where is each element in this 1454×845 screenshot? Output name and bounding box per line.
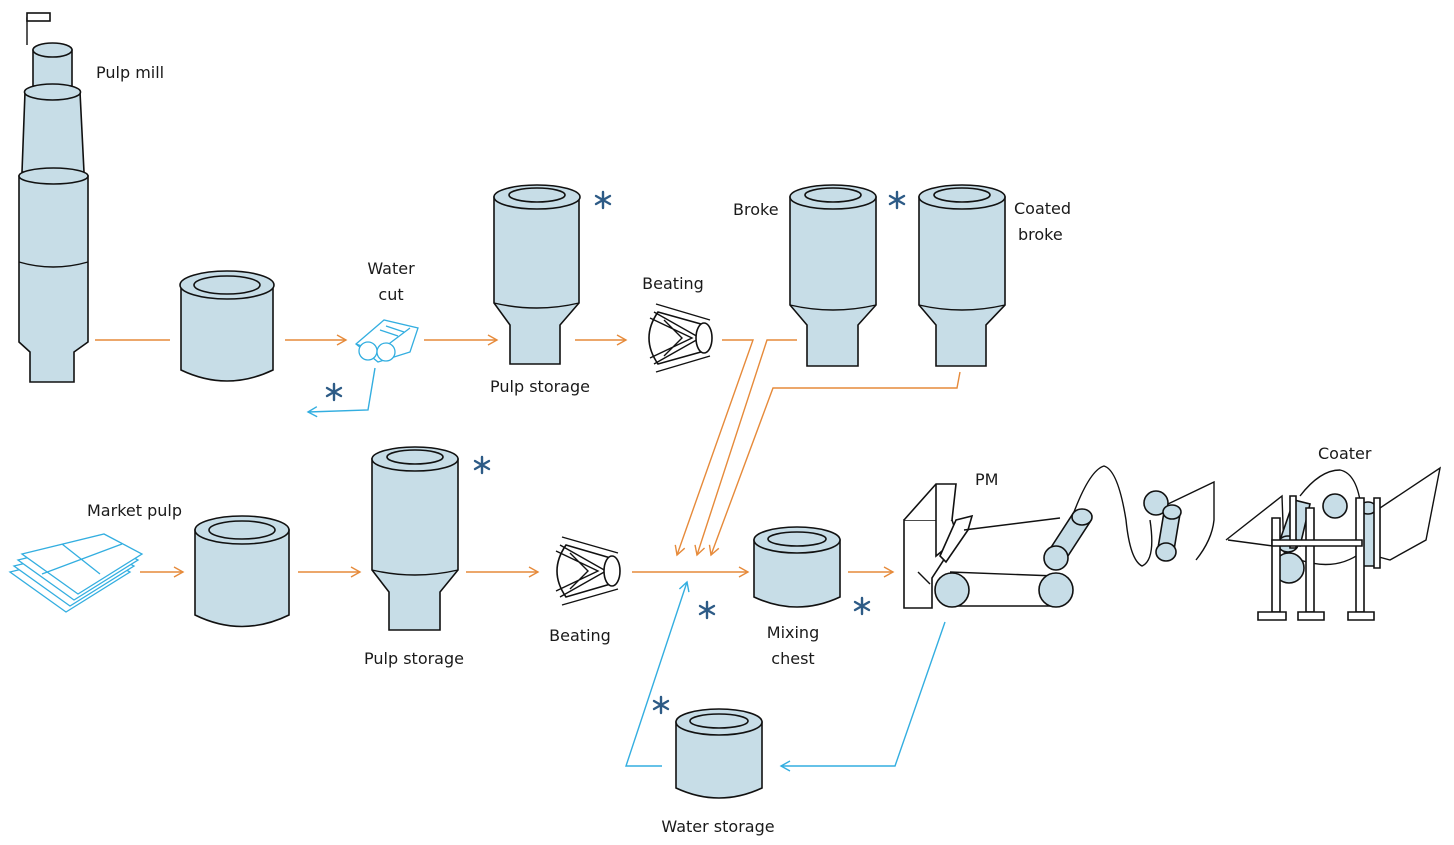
broke-label: Broke [733,200,779,219]
coated-broke-label-line2: broke [1018,225,1063,244]
pulp-storage-bottom-label: Pulp storage [364,649,464,668]
market-pulp-label: Market pulp [87,501,182,520]
coated-broke-label-line1: Coated [1014,199,1072,218]
water-flow-lines [306,367,946,772]
mixing-chest-icon [753,526,841,608]
water-cut-label-line1: Water [367,259,415,278]
mixing-chest-label-line1: Mixing [766,623,820,642]
pulp-mill-tower-icon [18,12,89,383]
pulp-storage-bottom-icon [371,446,459,631]
beating-bottom-label: Beating [549,626,611,645]
water-cut-icon [354,319,419,363]
paper-machine-icon [903,465,1215,609]
pulp-mill-label: Pulp mill [96,63,165,82]
water-storage-label: Water storage [661,817,775,836]
water-storage-icon [675,708,763,799]
beating-top-icon [648,303,713,373]
pulp-storage-top-label: Pulp storage [490,377,590,396]
coated-broke-tank-icon [918,184,1006,367]
pulp-storage-top-icon [493,184,581,365]
beating-top-label: Beating [642,274,704,293]
coater-icon [1225,466,1442,621]
pulp-chest-2-icon [194,515,290,628]
coater-label: Coater [1318,444,1372,463]
market-pulp-bales-icon [8,533,144,613]
pulp-flow-lines [95,334,961,578]
pm-label: PM [975,470,999,489]
beating-bottom-icon [555,536,621,606]
water-cut-label-line2: cut [378,285,404,304]
broke-tank-icon [789,184,877,367]
asterisk-icon [325,190,906,715]
pulp-chest-1-icon [179,270,275,382]
mixing-chest-label-line2: chest [771,649,815,668]
